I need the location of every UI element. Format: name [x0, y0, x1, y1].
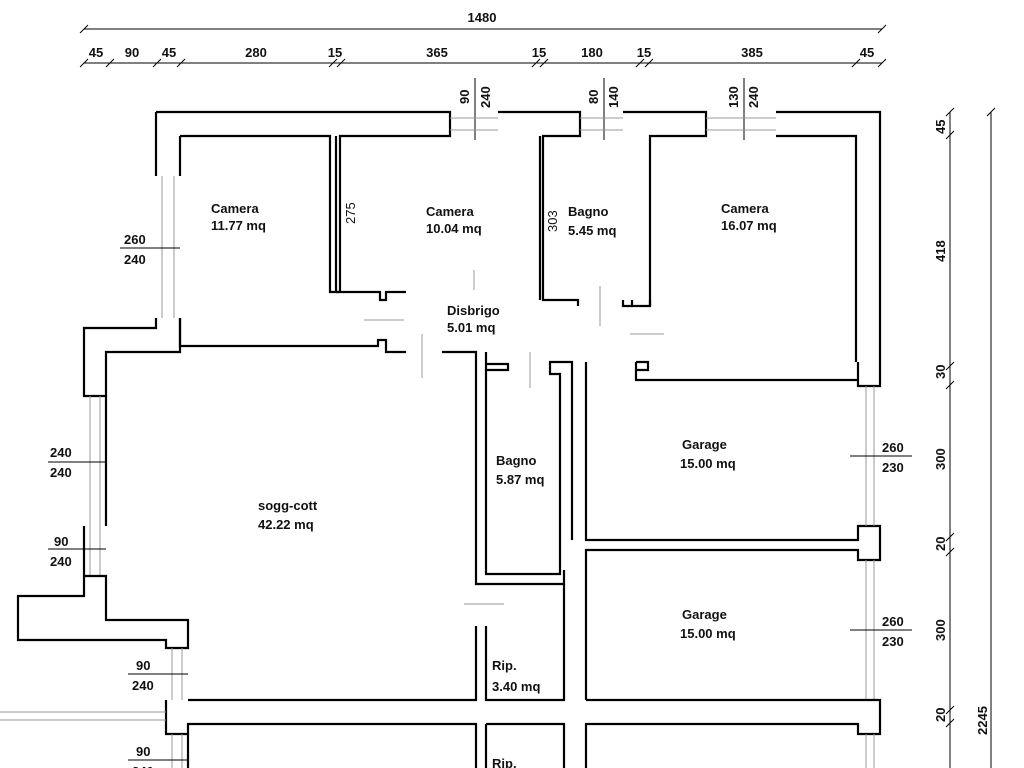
- room-labels: Camera 11.77 mq Camera 10.04 mq Bagno 5.…: [211, 201, 777, 768]
- room-camera-1-area: 11.77 mq: [211, 218, 266, 233]
- room-sogg-cott-name: sogg-cott: [258, 498, 318, 513]
- room-rip-2-name: Rip.: [492, 756, 517, 768]
- right-seg-6: 300: [933, 619, 948, 641]
- room-garage-2-area: 15.00 mq: [680, 626, 736, 641]
- overall-width-label: 1480: [468, 10, 497, 25]
- left-window-3-b: 240: [50, 554, 72, 569]
- right-seg-4: 300: [933, 448, 948, 470]
- right-window-2-a: 260: [882, 614, 904, 629]
- right-seg-5: 20: [933, 537, 948, 551]
- top-seg-6: 365: [426, 45, 448, 60]
- left-window-2-b: 240: [50, 465, 72, 480]
- top-seg-10: 385: [741, 45, 763, 60]
- left-window-5-b: 240: [132, 764, 154, 768]
- room-garage-1-name: Garage: [682, 437, 727, 452]
- right-window-1-b: 230: [882, 460, 904, 475]
- top-seg-2: 90: [125, 45, 139, 60]
- left-window-1-b: 240: [124, 252, 146, 267]
- room-camera-3-name: Camera: [721, 201, 769, 216]
- room-camera-2-area: 10.04 mq: [426, 221, 482, 236]
- top-seg-3: 45: [162, 45, 176, 60]
- walls: [0, 110, 882, 768]
- top-seg-7: 15: [532, 45, 546, 60]
- top-seg-8: 180: [581, 45, 603, 60]
- room-disbrigo-area: 5.01 mq: [447, 320, 495, 335]
- top-dimension-lines: 1480 45 90 45 280 15 365 15 180 15 385 4…: [79, 10, 887, 140]
- left-window-5-a: 90: [136, 744, 150, 759]
- top-seg-5: 15: [328, 45, 342, 60]
- inner-dim-303: 303: [545, 210, 560, 232]
- right-window-2-b: 230: [882, 634, 904, 649]
- left-window-labels: 260 240 240 240 90 240 90 240 90 240: [48, 232, 188, 768]
- inner-dim-275: 275: [343, 202, 358, 224]
- top-seg-4: 280: [245, 45, 267, 60]
- left-window-2-a: 240: [50, 445, 72, 460]
- room-bagno-2-area: 5.87 mq: [496, 472, 544, 487]
- left-window-4-b: 240: [132, 678, 154, 693]
- right-seg-1: 45: [933, 120, 948, 134]
- room-camera-1-name: Camera: [211, 201, 259, 216]
- room-bagno-2-name: Bagno: [496, 453, 537, 468]
- right-seg-3: 30: [933, 365, 948, 379]
- top-seg-1: 45: [89, 45, 103, 60]
- room-bagno-1-area: 5.45 mq: [568, 223, 616, 238]
- room-camera-2-name: Camera: [426, 204, 474, 219]
- room-rip-1-name: Rip.: [492, 658, 517, 673]
- right-seg-7: 20: [933, 708, 948, 722]
- opening-3-b: 240: [746, 86, 761, 108]
- right-dimension-lines: 45 418 30 300 20 300 20 2245: [933, 107, 996, 768]
- top-seg-11: 45: [860, 45, 874, 60]
- top-seg-9: 15: [637, 45, 651, 60]
- overall-height-label: 2245: [975, 706, 990, 735]
- room-rip-1-area: 3.40 mq: [492, 679, 540, 694]
- room-bagno-1-name: Bagno: [568, 204, 609, 219]
- left-window-3-a: 90: [54, 534, 68, 549]
- room-garage-2-name: Garage: [682, 607, 727, 622]
- opening-2-b: 140: [606, 86, 621, 108]
- opening-1-a: 90: [457, 90, 472, 104]
- opening-2-a: 80: [586, 90, 601, 104]
- right-window-1-a: 260: [882, 440, 904, 455]
- right-window-labels: 260 230 260 230: [850, 440, 912, 649]
- room-camera-3-area: 16.07 mq: [721, 218, 777, 233]
- left-window-4-a: 90: [136, 658, 150, 673]
- room-disbrigo-name: Disbrigo: [447, 303, 500, 318]
- left-window-1-a: 260: [124, 232, 146, 247]
- opening-3-a: 130: [726, 86, 741, 108]
- opening-1-b: 240: [478, 86, 493, 108]
- room-garage-1-area: 15.00 mq: [680, 456, 736, 471]
- room-sogg-cott-area: 42.22 mq: [258, 517, 314, 532]
- right-seg-2: 418: [933, 240, 948, 262]
